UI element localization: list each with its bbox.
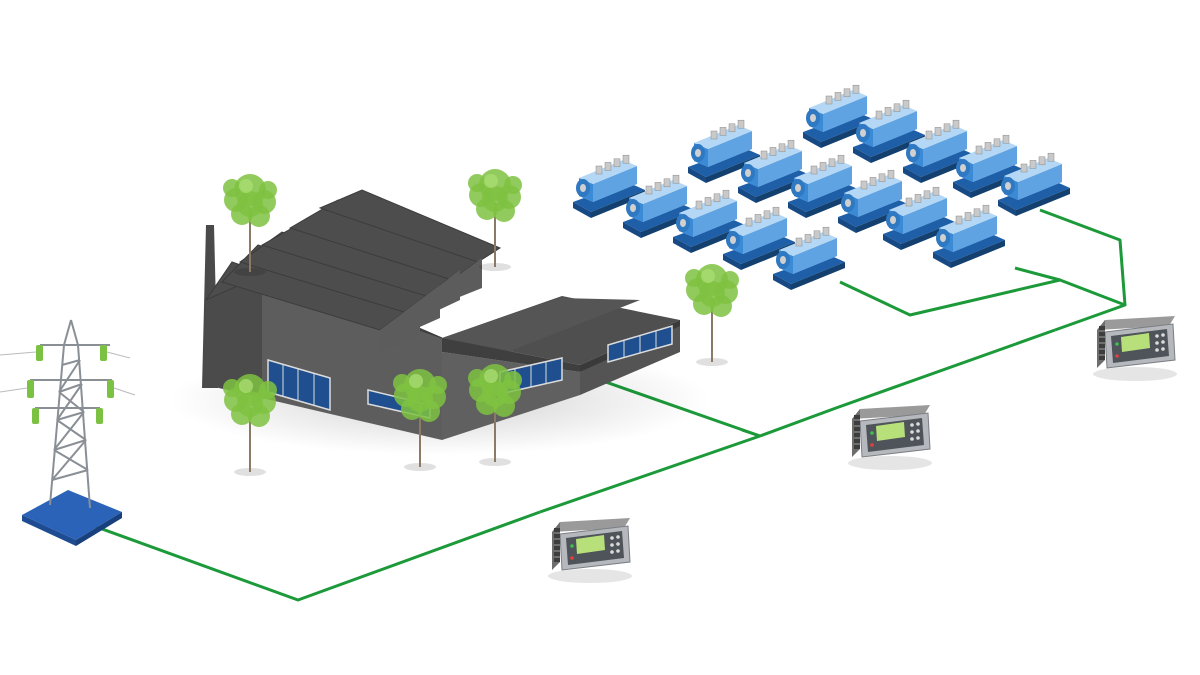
generator-sets — [573, 84, 1070, 290]
generator-set-icon — [573, 154, 645, 218]
generator-set-icon — [933, 204, 1005, 268]
tree-icon — [393, 369, 447, 471]
controller-1 — [548, 518, 632, 583]
controller-display — [876, 422, 905, 441]
controller-units — [548, 316, 1177, 583]
generator-set-icon — [903, 119, 975, 183]
tree-icon — [468, 364, 522, 466]
trees — [223, 169, 739, 476]
controller-display — [576, 535, 605, 554]
controller-2 — [848, 405, 932, 470]
controller-display — [1121, 333, 1150, 352]
controller-3 — [1093, 316, 1177, 381]
line-genset-feed — [1039, 208, 1127, 306]
tree-icon — [223, 374, 277, 476]
generator-set-icon — [788, 154, 860, 218]
transmission-tower-icon — [0, 319, 136, 546]
insulator-icons — [27, 345, 114, 424]
line-factory-branch — [741, 428, 761, 438]
generator-set-icon — [723, 206, 795, 270]
tree-icon — [468, 169, 522, 271]
line-main-bus — [539, 328, 1056, 514]
generator-set-icon — [688, 119, 760, 183]
generator-set-icon — [673, 189, 745, 253]
generator-set-icon — [853, 99, 925, 163]
line-bus-to-gensets — [839, 278, 1127, 332]
tree-icon — [223, 174, 277, 276]
line-genset-loop — [1014, 266, 1061, 282]
generator-set-icon — [773, 226, 845, 290]
tower-base-plate — [22, 490, 122, 540]
generator-set-icon — [998, 152, 1070, 216]
tree-icon — [685, 264, 739, 366]
line-pylon-to-controller-1 — [79, 510, 541, 602]
